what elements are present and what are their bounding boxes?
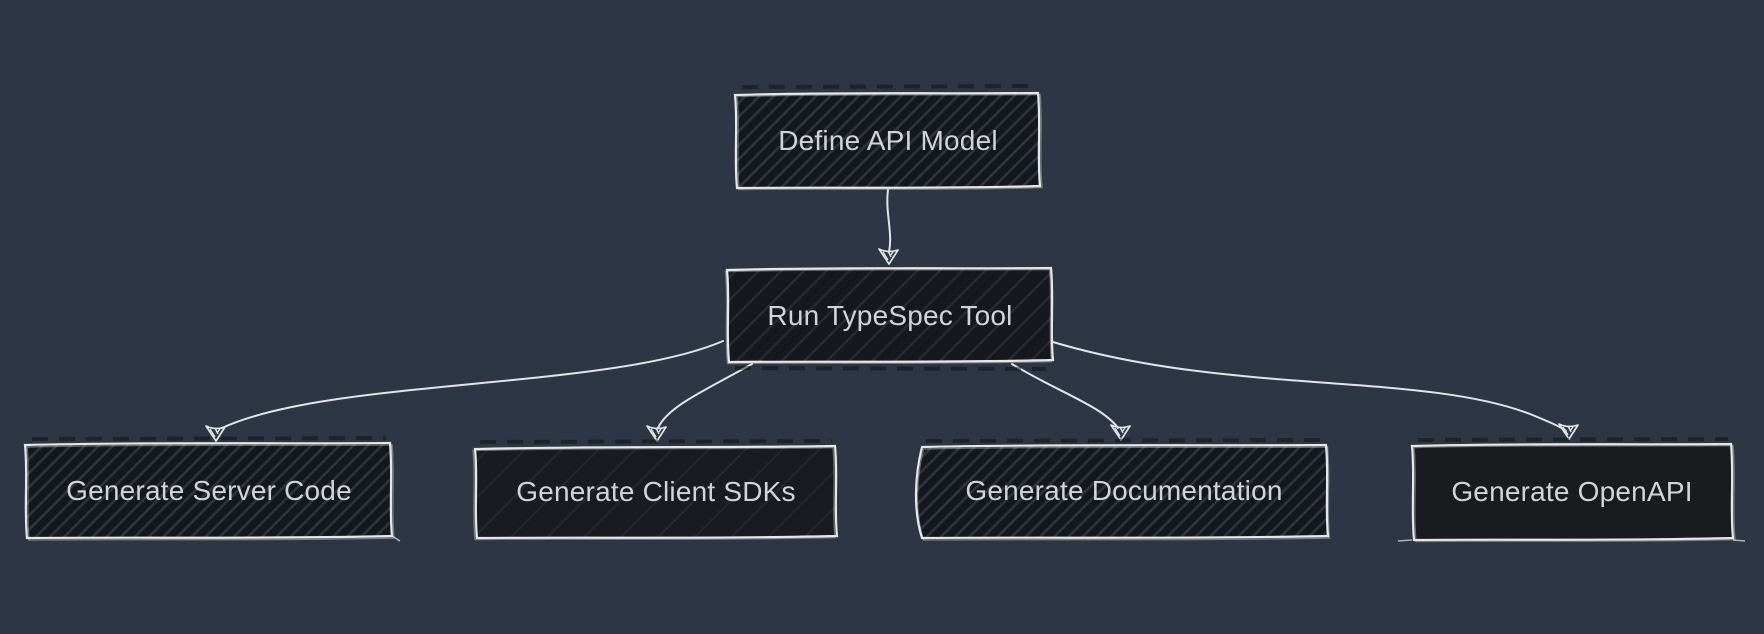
node-generate-openapi bbox=[1397, 442, 1746, 543]
scuff-line bbox=[1417, 437, 1729, 442]
edge-run-to-docs bbox=[1011, 363, 1119, 429]
arrowhead-docs bbox=[1110, 424, 1131, 441]
scuff-line bbox=[31, 436, 387, 441]
node-generate-server-code bbox=[23, 441, 401, 542]
scuff-line bbox=[925, 438, 1323, 443]
node-generate-client-sdks bbox=[472, 444, 839, 541]
arrowhead-run bbox=[878, 248, 899, 265]
edge-run-to-server bbox=[221, 340, 724, 429]
scuff-line bbox=[741, 84, 1035, 89]
scuff-line bbox=[734, 366, 1047, 371]
edge-define-to-run bbox=[886, 189, 892, 253]
edge-run-to-openapi bbox=[1052, 341, 1567, 432]
scuff-line bbox=[479, 439, 833, 444]
arrowhead-openapi bbox=[1558, 423, 1579, 440]
node-define-api-model bbox=[733, 91, 1043, 191]
edge-run-to-sdk bbox=[657, 363, 753, 429]
node-run-typespec-tool bbox=[724, 266, 1055, 365]
node-generate-documentation bbox=[914, 443, 1331, 541]
arrowhead-sdk bbox=[646, 425, 667, 442]
